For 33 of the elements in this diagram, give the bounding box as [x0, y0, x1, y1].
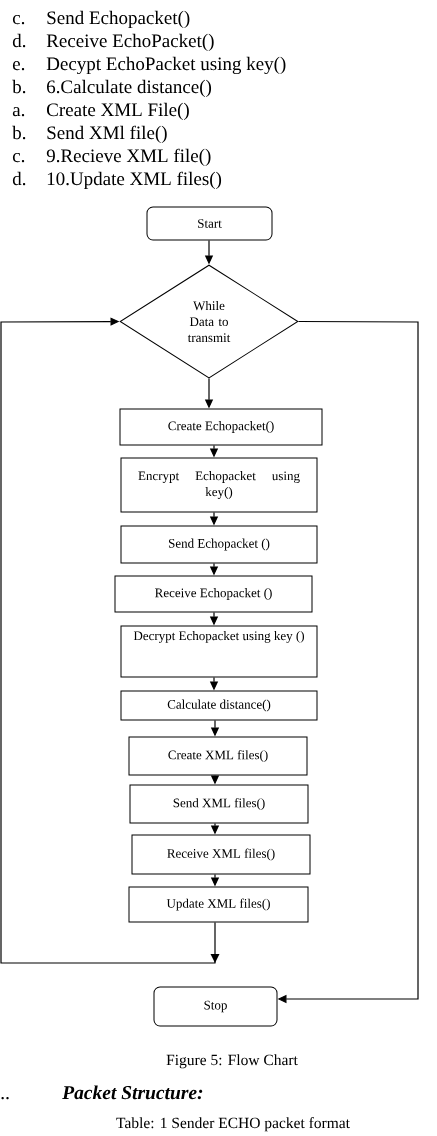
list-marker: a.: [12, 107, 25, 117]
list-marker: b.: [12, 125, 26, 140]
section-number: ..: [1, 1097, 9, 1100]
process-box: Update XML files(): [128, 886, 309, 923]
list-marker: e.: [12, 61, 25, 71]
list-marker: c.: [12, 153, 25, 163]
process-box: Create XML files(): [128, 736, 308, 776]
list-item: 9.Recieve XML file(): [46, 148, 211, 167]
process-box: Decrypt Echopacket using key (): [120, 625, 318, 678]
list-item: 6.Calculate distance(): [47, 79, 212, 98]
list-item: Receive EchoPacket(): [46, 33, 214, 52]
terminal-box: Stop: [153, 986, 278, 1027]
list-item: Create XML File(): [47, 102, 189, 121]
process-box: Encrypt Echopacket using key(): [120, 457, 318, 513]
list-item: 10.Update XML files(): [47, 171, 222, 190]
list-marker: b.: [12, 79, 26, 94]
process-box: Create Echopacket(): [119, 408, 323, 446]
table-caption: Table: 1 Sender ECHO packet format: [116, 1117, 350, 1132]
process-box: Send XML files(): [129, 784, 309, 824]
list-marker: d.: [12, 33, 26, 48]
terminal-box: Start: [146, 206, 273, 241]
arrow: [0, 317, 220, 964]
process-box: Receive XML files(): [131, 834, 311, 875]
list-item: Send XMl file(): [47, 125, 167, 144]
list-item: Send Echopacket(): [47, 10, 190, 29]
list-marker: d.: [12, 171, 26, 186]
process-box: Send Echopacket (): [120, 525, 318, 564]
process-box: Receive Echopacket (): [114, 575, 313, 613]
figure-caption: Figure 5: Flow Chart: [166, 1054, 298, 1069]
list-item: Decypt EchoPacket using key(): [46, 56, 286, 75]
section-heading: Packet Structure:: [62, 1085, 203, 1100]
list-marker: c.: [12, 15, 25, 25]
process-box: Calculate distance(): [120, 690, 318, 721]
